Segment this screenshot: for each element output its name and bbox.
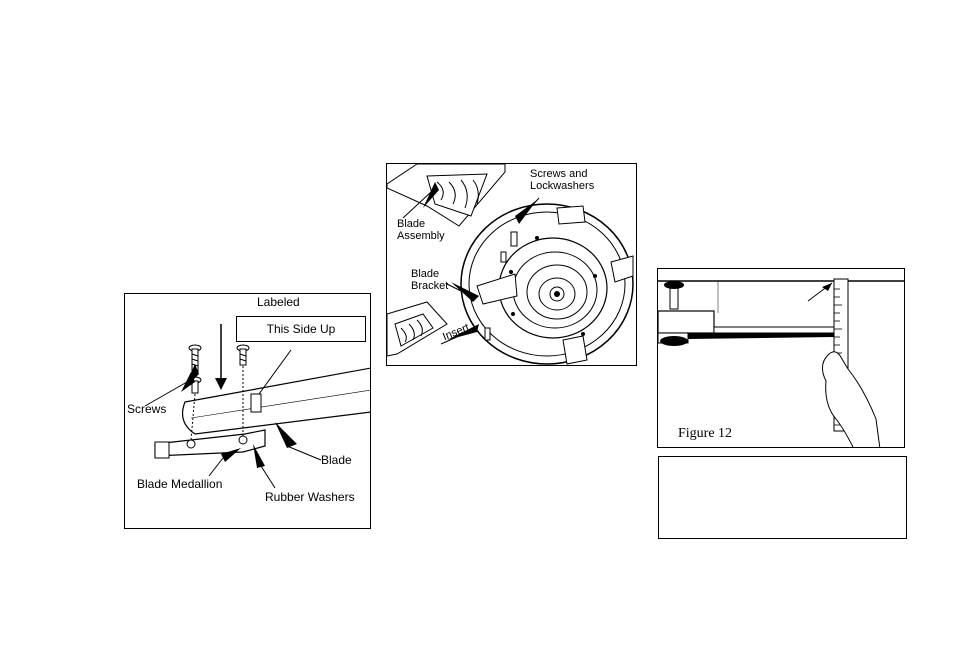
- blade-assembly-diagram: Screws and Lockwashers Blade Assembly Bl…: [386, 163, 637, 366]
- this-side-up-text: This Side Up: [267, 322, 336, 336]
- figure-12-caption: Figure 12: [678, 426, 732, 442]
- blade-assembly-drawing: [387, 164, 637, 366]
- screw-3: [237, 345, 249, 365]
- assembly-label: Assembly: [397, 230, 445, 242]
- bracket-label: Bracket: [411, 280, 448, 292]
- empty-note-box: [658, 456, 907, 539]
- screws-and-label: Screws and: [530, 168, 587, 180]
- screws-label: Screws: [127, 403, 166, 416]
- figure-12-drawing: [658, 269, 905, 448]
- blade-medallion-diagram: Labeled This Side Up Screws Blade Blade …: [124, 293, 371, 529]
- blade-medallion-label: Blade Medallion: [137, 478, 222, 491]
- rubber-washers-label: Rubber Washers: [265, 491, 355, 504]
- blade-label: Blade: [321, 454, 352, 467]
- blade-assembly-label-1: Blade: [397, 218, 425, 230]
- this-side-up-label: This Side Up: [236, 316, 366, 342]
- blade-bracket-label-1: Blade: [411, 268, 439, 280]
- lockwashers-label: Lockwashers: [530, 180, 594, 192]
- figure-12-diagram: Figure 12: [657, 268, 905, 448]
- labeled-label: Labeled: [257, 296, 300, 309]
